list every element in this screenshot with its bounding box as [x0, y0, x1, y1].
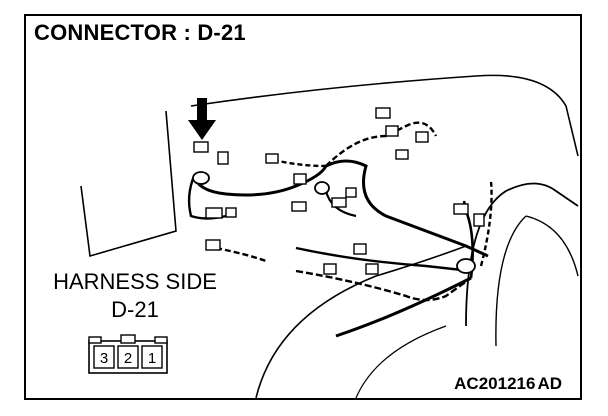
- grommet-right: [456, 258, 476, 274]
- floor-outline: [255, 245, 467, 398]
- harness-middle: [295, 246, 472, 273]
- connector-o: [323, 263, 337, 275]
- connector-b: [265, 153, 279, 164]
- connector-d21: [193, 141, 209, 153]
- harness-side-label: HARNESS SIDE D-21: [40, 268, 230, 324]
- body-panel-outline: [80, 110, 177, 258]
- diagram-frame: 3 2 1 CONNECTOR : D-21 HARNESS SIDE D-21…: [24, 14, 582, 400]
- tire: [525, 215, 579, 277]
- connector-r: [345, 187, 357, 198]
- harness-upper: [325, 121, 438, 167]
- figure-code-suffix: AD: [537, 374, 562, 393]
- connector-n: [365, 263, 379, 275]
- harness-right-up: [479, 180, 493, 267]
- grommet-left: [192, 171, 210, 185]
- connector-face-diagram: 3 2 1: [88, 334, 168, 374]
- harness-lower: [215, 246, 267, 263]
- connector-d: [291, 201, 307, 212]
- wheel-arch-inner: [495, 215, 527, 347]
- vehicle-body-outline: [190, 74, 579, 157]
- connector-i: [395, 149, 409, 160]
- harness-side-line2: D-21: [111, 297, 159, 322]
- pin-2-label: 2: [124, 350, 132, 367]
- connector-m: [353, 243, 367, 255]
- harness-main: [192, 159, 489, 258]
- harness-bottom: [295, 269, 472, 302]
- connector-e: [331, 197, 347, 208]
- pin-1-label: 1: [148, 350, 156, 367]
- diagram-title: CONNECTOR : D-21: [34, 20, 246, 45]
- wheel-arch: [465, 182, 579, 327]
- connector-q: [473, 213, 485, 227]
- figure-code-main: AC201216: [454, 374, 536, 393]
- grommet-middle: [314, 181, 330, 195]
- floor-outline-inner: [355, 325, 447, 398]
- harness-side-line1: HARNESS SIDE: [53, 269, 217, 294]
- connector-h: [415, 131, 429, 143]
- connector-a: [217, 151, 229, 165]
- connector-k: [225, 207, 237, 218]
- connector-p: [453, 203, 469, 215]
- arrow-down-icon: [188, 98, 216, 140]
- wiring-harness-illustration: 3 2 1: [80, 74, 579, 398]
- connector-l: [205, 239, 221, 251]
- connector-j: [205, 207, 223, 219]
- connector-g: [385, 125, 399, 137]
- connector-f: [375, 107, 391, 119]
- harness-floor: [335, 276, 472, 338]
- connector-c: [293, 173, 307, 185]
- pin-3-label: 3: [100, 350, 108, 367]
